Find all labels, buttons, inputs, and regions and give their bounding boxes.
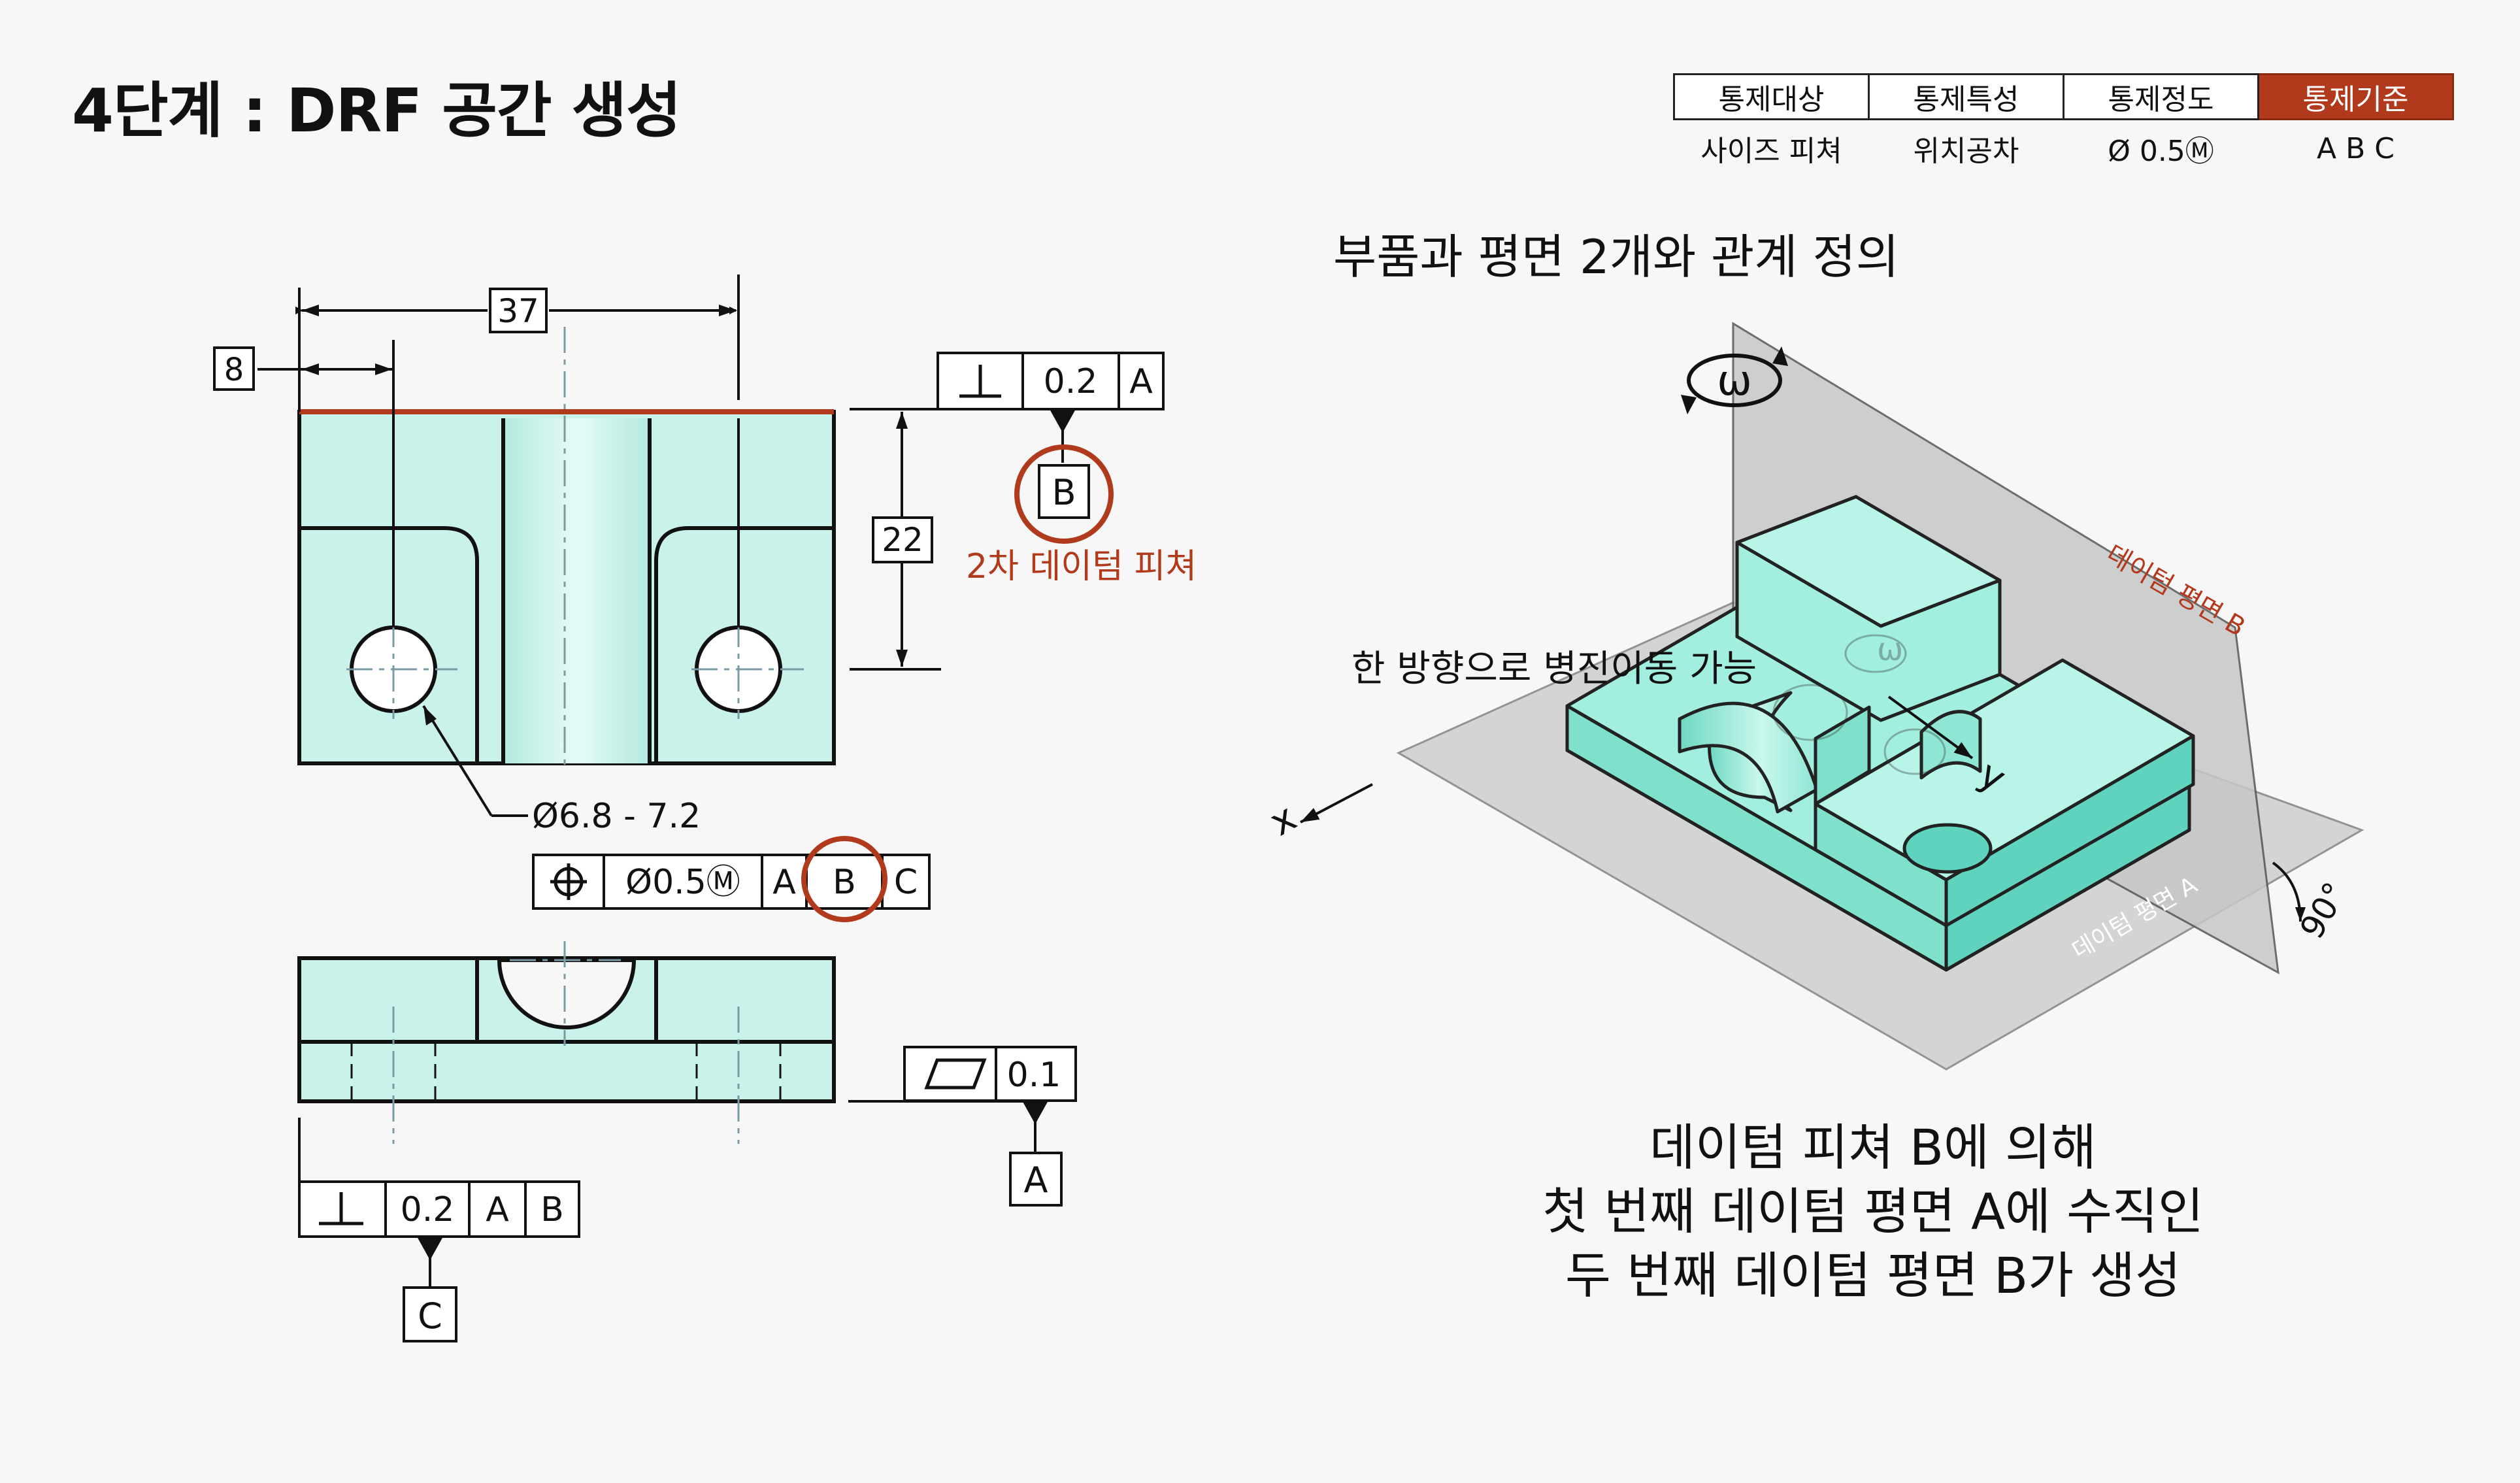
rotation-omega-icon: ω xyxy=(1681,346,1788,414)
datum-c-label: C xyxy=(418,1295,442,1337)
dim-22-label: 22 xyxy=(882,521,923,559)
angle-label: 90° xyxy=(2293,876,2355,945)
dimension-8: 8 xyxy=(213,346,393,391)
dim-37-label: 37 xyxy=(497,292,539,330)
caption-line-3: 두 번째 데이텀 평면 B가 생성 xyxy=(1565,1246,2181,1305)
datum-b-circle xyxy=(1014,444,1114,544)
fcf-flatness: 0.1 A xyxy=(848,1046,1077,1207)
value-control-characteristic: 위치공차 xyxy=(1913,135,2019,168)
fcf-position: Ø0.5Ⓜ A B C xyxy=(532,836,931,922)
value-control-target: 사이즈 피쳐 xyxy=(1700,135,1842,168)
fcf-perp2-tol: 0.2 xyxy=(401,1190,455,1229)
iso-part xyxy=(1565,495,2195,972)
fcf-perp-tol: 0.2 xyxy=(1044,362,1098,401)
top-view xyxy=(297,275,836,771)
svg-text:ω: ω xyxy=(1877,631,1903,668)
hole-size-callout: Ø6.8 - 7.2 xyxy=(422,705,701,836)
dimension-22: 22 xyxy=(850,408,941,671)
fcf-perp2-d2: B xyxy=(540,1190,564,1229)
hole-size-label: Ø6.8 - 7.2 xyxy=(532,797,701,836)
datum-b-label: B xyxy=(1052,472,1076,513)
datum-b-ref-circle xyxy=(801,836,887,922)
dim-8-label: 8 xyxy=(224,352,244,388)
control-table: 통제대상 통제특성 통제정도 통제기준 사이즈 피쳐 위치공차 Ø 0.5Ⓜ A… xyxy=(1673,73,2454,176)
axis-x: x xyxy=(1262,783,1373,844)
value-control-reference: A B C xyxy=(2317,131,2395,165)
fcf-perp2-d1: A xyxy=(486,1190,509,1229)
fcf-pos-d1: A xyxy=(772,863,796,902)
fcf-perp-datum: A xyxy=(1129,362,1153,401)
iso-caption: 데이텀 피쳐 B에 의해 첫 번째 데이텀 평면 A에 수직인 두 번째 데이텀… xyxy=(1542,1118,2204,1305)
fcf-pos-tol: Ø0.5Ⓜ xyxy=(625,863,740,902)
dof-note: 한 방향으로 병진이동 가능 xyxy=(1351,648,1757,690)
header-control-characteristic: 통제특성 xyxy=(1868,73,2064,120)
fcf-pos-d2: B xyxy=(833,863,856,902)
fcf-perpendicularity-a: 0.2 A xyxy=(937,352,1165,463)
page-title: 4단계 : DRF 공간 생성 xyxy=(72,76,682,146)
datum-b-note: 2차 데이텀 피쳐 xyxy=(966,547,1197,586)
iso-heading: 부품과 평면 2개와 관계 정의 xyxy=(1333,229,1899,284)
datum-b-feature: B 2차 데이텀 피쳐 xyxy=(966,444,1197,586)
fcf-pos-d3: C xyxy=(894,863,918,902)
angle-90-indicator: 90° xyxy=(2272,861,2355,945)
dimension-37: 37 xyxy=(295,288,737,333)
axis-x-label: x xyxy=(1262,795,1304,844)
datum-a-label: A xyxy=(1024,1159,1048,1201)
value-control-degree: Ø 0.5Ⓜ xyxy=(2108,135,2214,168)
fcf-perpendicularity-ab: 0.2 A B C xyxy=(298,1180,580,1342)
caption-line-2: 첫 번째 데이텀 평면 A에 수직인 xyxy=(1542,1182,2204,1241)
header-control-target: 통제대상 xyxy=(1673,73,1870,120)
header-control-reference: 통제기준 xyxy=(2257,73,2454,120)
fcf-flat-tol: 0.1 xyxy=(1007,1056,1061,1095)
caption-line-1: 데이텀 피쳐 B에 의해 xyxy=(1650,1118,2097,1176)
front-view xyxy=(297,941,836,1182)
header-control-degree: 통제정도 xyxy=(2063,73,2259,120)
omega-label: ω xyxy=(1717,357,1752,405)
ghost-rotation-hints: ω xyxy=(1772,631,1946,775)
iso-part-outline xyxy=(1565,706,2191,972)
